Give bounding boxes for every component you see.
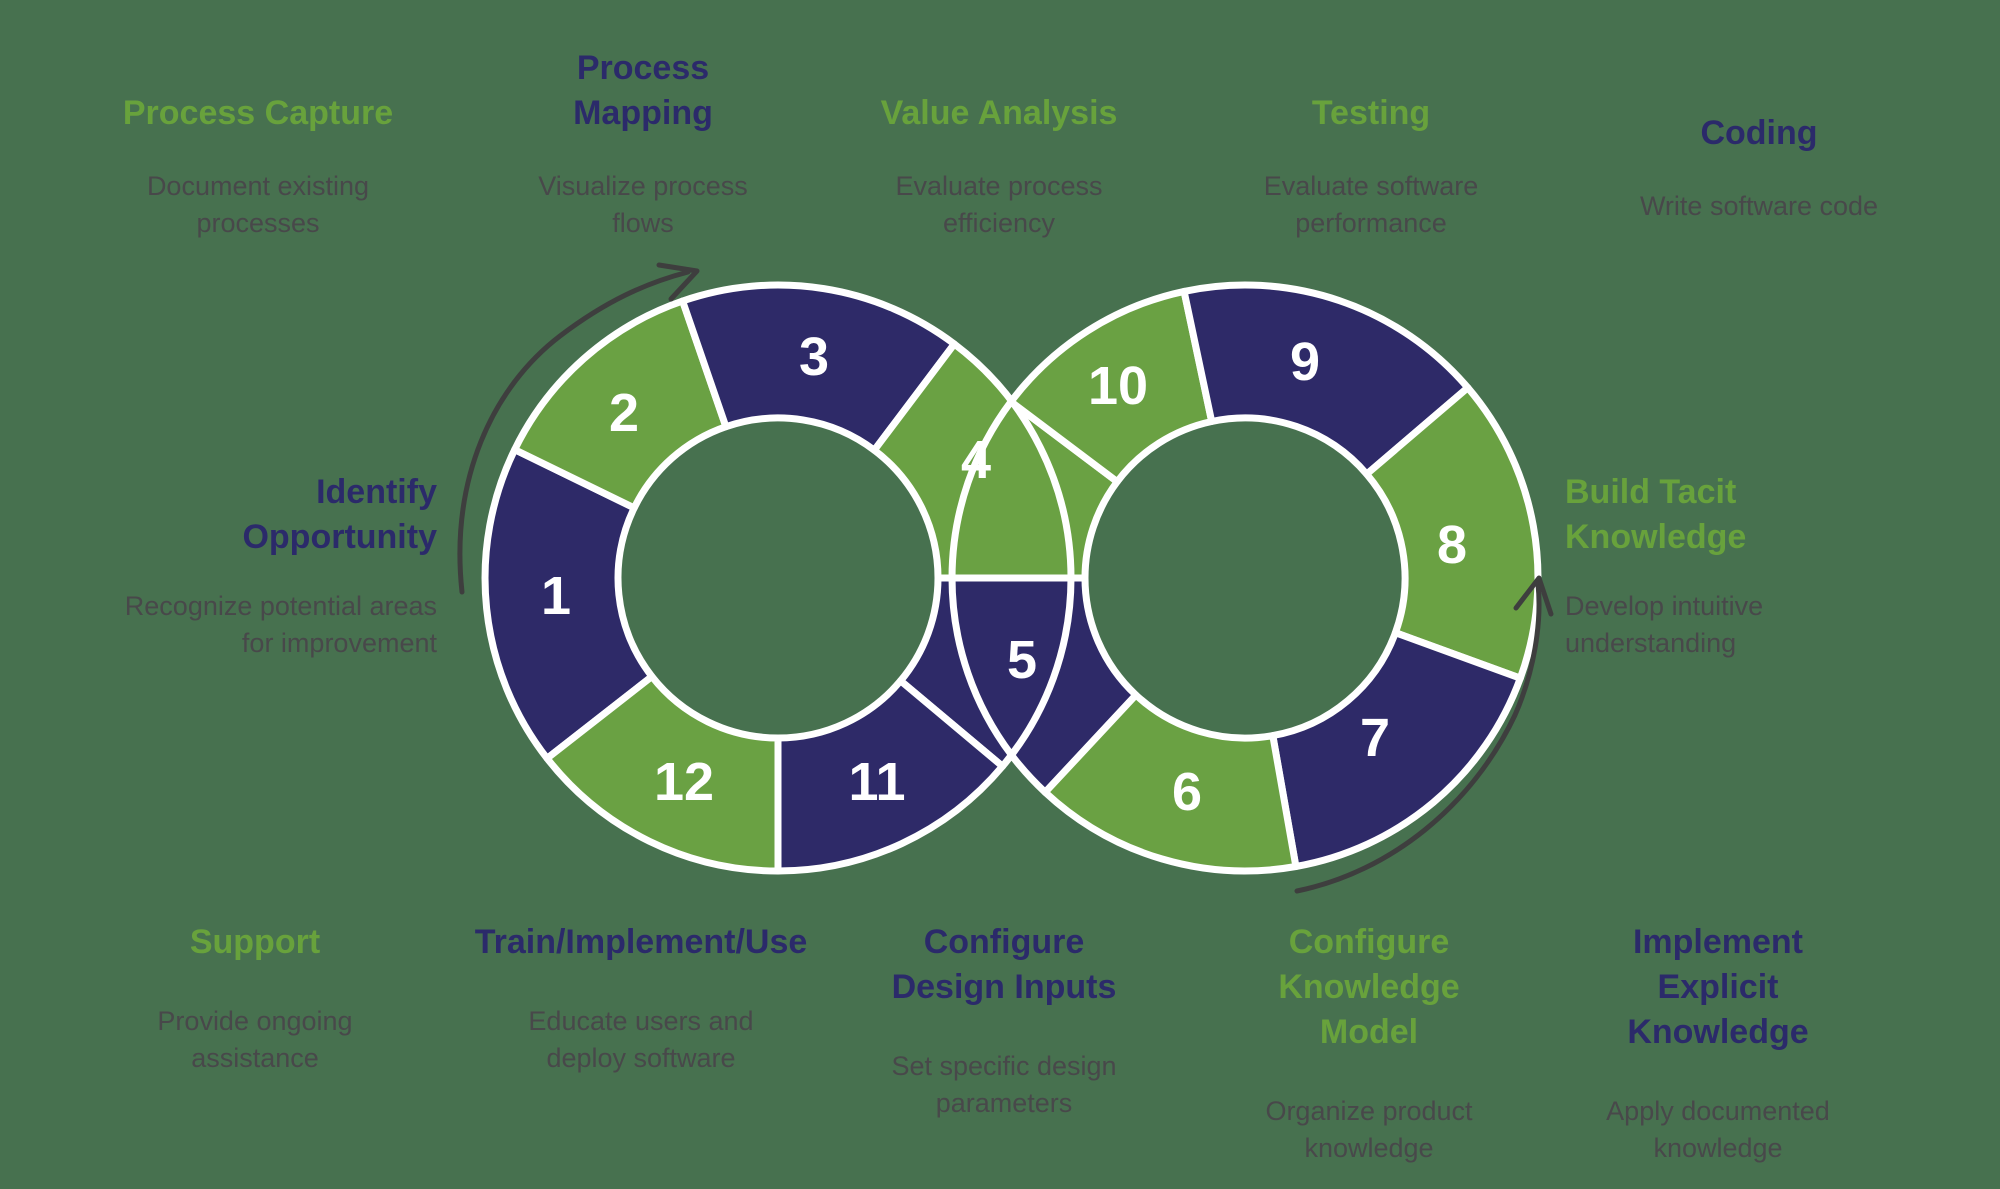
segment-number-3: 3 bbox=[799, 327, 829, 387]
train-implement-use-title: Train/Implement/Use bbox=[474, 923, 808, 961]
label-build-tacit-knowledge: Build Tacit Knowledge Develop intuitive … bbox=[1565, 470, 1805, 662]
label-implement-explicit-knowledge: Implement Explicit Knowledge Apply docum… bbox=[1598, 920, 1838, 1167]
ring-segment-6 bbox=[1041, 691, 1300, 875]
testing-subtitle: Evaluate software performance bbox=[1263, 171, 1479, 238]
configure-design-inputs-title: Configure Design Inputs bbox=[891, 923, 1117, 1006]
label-coding: Coding Write software code bbox=[1609, 60, 1909, 225]
process-mapping-title: Process Mapping bbox=[573, 49, 713, 132]
segment-number-8: 8 bbox=[1437, 515, 1467, 575]
process-mapping-subtitle: Visualize process flows bbox=[538, 171, 748, 238]
label-identify-opportunity: Identify Opportunity Recognize potential… bbox=[117, 470, 437, 662]
support-subtitle: Provide ongoing assistance bbox=[157, 1006, 353, 1073]
flow-arrow-right bbox=[1294, 575, 1554, 894]
segment-number-1: 1 bbox=[541, 566, 571, 626]
ring-segment-12 bbox=[543, 673, 782, 875]
coding-subtitle: Write software code bbox=[1639, 191, 1879, 221]
support-title: Support bbox=[189, 923, 321, 961]
implement-explicit-knowledge-title: Implement Explicit Knowledge bbox=[1627, 923, 1809, 1051]
segment-number-2: 2 bbox=[609, 383, 639, 443]
configure-design-inputs-subtitle: Set specific design parameters bbox=[891, 1051, 1117, 1118]
coding-title: Coding bbox=[1700, 114, 1818, 152]
segment-number-11: 11 bbox=[848, 752, 905, 812]
label-process-mapping: Process Mapping Visualize process flows bbox=[523, 40, 763, 242]
process-capture-subtitle: Document existing processes bbox=[146, 171, 370, 238]
configure-knowledge-model-title: Configure Knowledge Model bbox=[1278, 923, 1460, 1051]
label-testing: Testing Evaluate software performance bbox=[1236, 40, 1506, 242]
ring-segment-8 bbox=[1363, 384, 1542, 682]
label-train-implement-use: Train/Implement/Use Educate users and de… bbox=[431, 920, 851, 1077]
build-tacit-knowledge-subtitle: Develop intuitive understanding bbox=[1565, 591, 1764, 658]
label-configure-design-inputs: Configure Design Inputs Set specific des… bbox=[864, 920, 1144, 1122]
implement-explicit-knowledge-subtitle: Apply documented knowledge bbox=[1606, 1096, 1830, 1163]
label-value-analysis: Value Analysis Evaluate process efficien… bbox=[864, 40, 1134, 242]
testing-title: Testing bbox=[1311, 94, 1431, 132]
identify-opportunity-subtitle: Recognize potential areas for improvemen… bbox=[124, 591, 437, 658]
configure-knowledge-model-subtitle: Organize product knowledge bbox=[1265, 1096, 1473, 1163]
ring-segment-7 bbox=[1269, 629, 1524, 870]
segment-number-4: 4 bbox=[961, 430, 991, 490]
train-implement-use-subtitle: Educate users and deploy software bbox=[528, 1006, 754, 1073]
ring-segment-2 bbox=[511, 297, 730, 512]
segment-number-6: 6 bbox=[1172, 762, 1202, 822]
segment-number-5: 5 bbox=[1007, 630, 1037, 690]
segment-number-12: 12 bbox=[654, 752, 714, 812]
build-tacit-knowledge-title: Build Tacit Knowledge bbox=[1565, 473, 1747, 556]
label-configure-knowledge-model: Configure Knowledge Model Organize produ… bbox=[1249, 920, 1489, 1167]
process-capture-title: Process Capture bbox=[122, 94, 394, 132]
lens-seam-arc bbox=[948, 399, 1014, 757]
segment-number-10: 10 bbox=[1088, 356, 1148, 416]
segment-number-7: 7 bbox=[1360, 708, 1390, 768]
ring-segment-9 bbox=[1180, 281, 1472, 478]
label-process-capture: Process Capture Document existing proces… bbox=[98, 40, 418, 242]
ring-segment-1 bbox=[481, 446, 656, 762]
segment-number-9: 9 bbox=[1290, 332, 1320, 392]
ring-segment-3 bbox=[679, 281, 958, 454]
label-support: Support Provide ongoing assistance bbox=[120, 920, 390, 1077]
flow-arrow-left bbox=[457, 262, 700, 595]
value-analysis-title: Value Analysis bbox=[880, 94, 1118, 132]
value-analysis-subtitle: Evaluate process efficiency bbox=[895, 171, 1103, 238]
identify-opportunity-title: Identify Opportunity bbox=[242, 473, 437, 556]
